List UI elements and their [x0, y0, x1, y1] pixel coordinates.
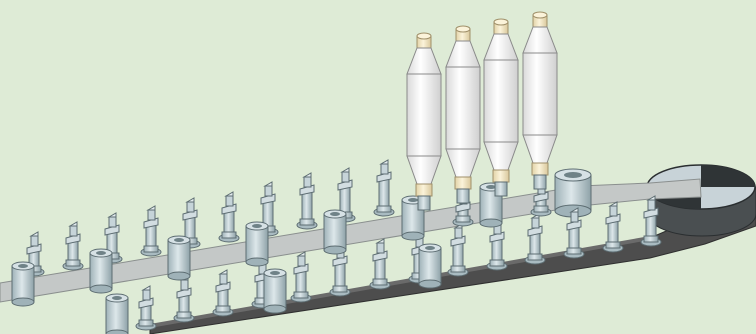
bobbin [446, 26, 480, 203]
upper-collar [246, 222, 268, 266]
lower-spindle [213, 270, 233, 316]
lower-collar [419, 244, 441, 288]
lower-spindle [291, 252, 311, 302]
upper-spindle [374, 160, 394, 216]
bobbin [407, 33, 441, 210]
lower-spindle [603, 202, 623, 252]
lower-spindle [487, 220, 507, 270]
lower-spindle [174, 276, 194, 322]
upper-collar [168, 236, 190, 280]
upper-spindle [219, 192, 239, 242]
lower-spindle [525, 214, 545, 264]
lower-collar [264, 269, 286, 313]
upper-collar [324, 210, 346, 254]
upper-spindle [63, 222, 83, 270]
upper-collar [90, 249, 112, 293]
lower-collar [106, 294, 128, 334]
upper-collar [12, 262, 34, 306]
spinning-bobbins [407, 12, 557, 210]
bobbin [484, 19, 518, 196]
lower-spindle [370, 239, 390, 289]
drive-wheel [647, 165, 756, 236]
lower-spindle [136, 286, 156, 330]
upper-spindle [141, 206, 161, 256]
lower-spindle [448, 224, 468, 276]
track-drive-collar [555, 169, 591, 217]
bobbin [523, 12, 557, 189]
upper-spindle [297, 173, 317, 229]
